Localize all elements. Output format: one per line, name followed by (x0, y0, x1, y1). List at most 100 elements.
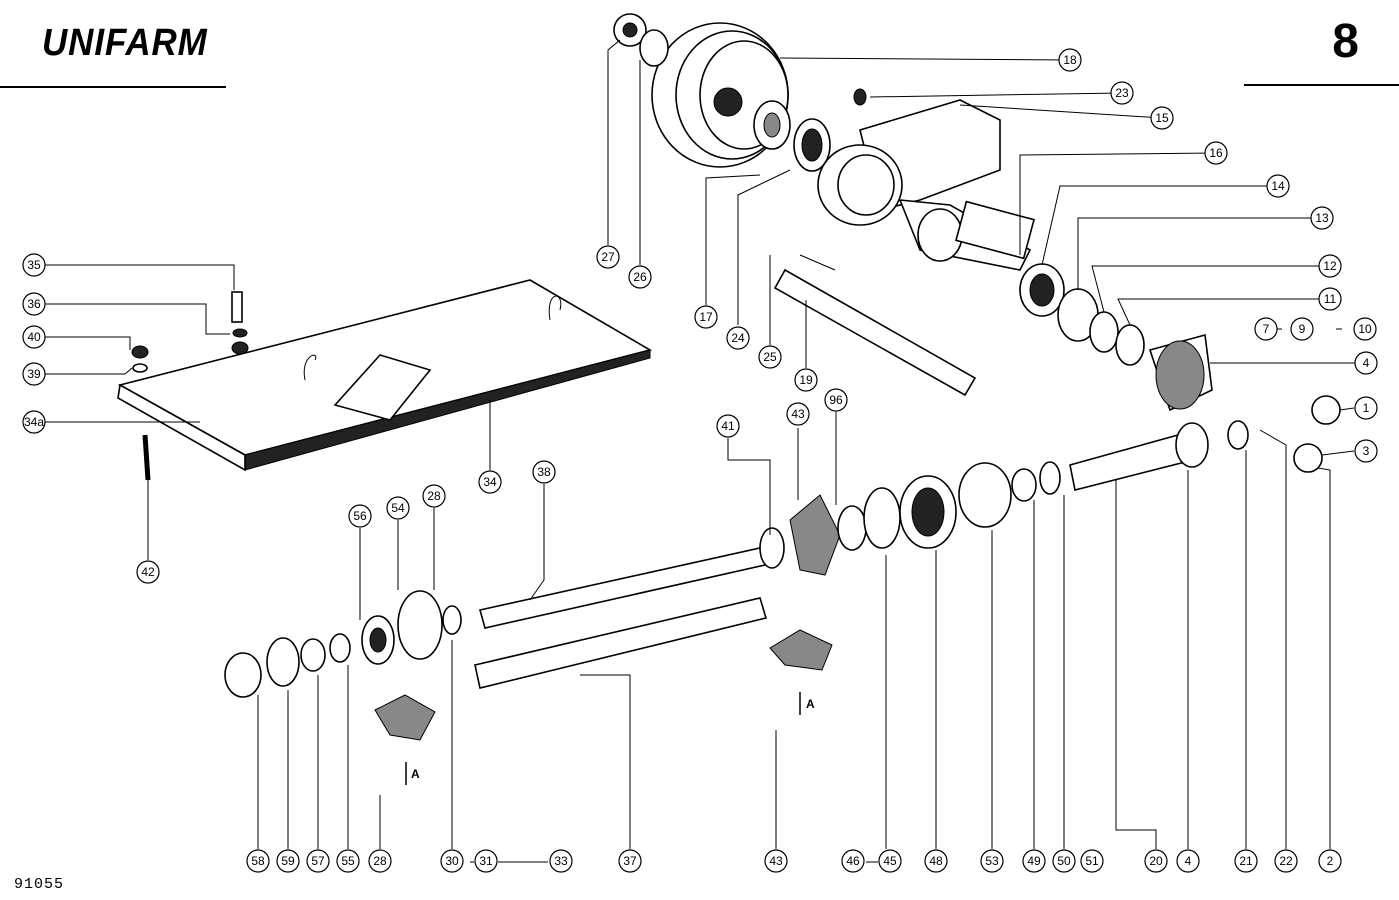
svg-text:12: 12 (1323, 259, 1337, 273)
callout-18: 18 (1058, 48, 1082, 72)
svg-text:28: 28 (373, 854, 387, 868)
svg-text:34a: 34a (24, 415, 44, 429)
callout-36: 36 (22, 292, 46, 316)
svg-text:43: 43 (769, 854, 783, 868)
svg-text:51: 51 (1085, 854, 1099, 868)
part-callouts: 18 23 15 16 14 13 12 11 7 9 10 4 1 3 27 … (22, 48, 1378, 873)
svg-text:53: 53 (985, 854, 999, 868)
svg-text:59: 59 (281, 854, 295, 868)
svg-text:45: 45 (883, 854, 897, 868)
plate-number: 8 (1332, 15, 1359, 68)
main-drive-shaft (474, 395, 1341, 689)
svg-text:14: 14 (1271, 179, 1285, 193)
pulley-shaft (773, 254, 977, 397)
svg-text:19: 19 (799, 373, 813, 387)
callout-45: 45 (878, 849, 902, 873)
callout-54: 54 (386, 496, 410, 520)
svg-text:2: 2 (1327, 854, 1334, 868)
svg-text:39: 39 (27, 367, 41, 381)
callout-17: 17 (694, 305, 718, 329)
svg-text:20: 20 (1149, 854, 1163, 868)
callout-34a: 34a (22, 410, 46, 434)
callout-16: 16 (1204, 141, 1228, 165)
callout-35: 35 (22, 253, 46, 277)
callout-22: 22 (1274, 849, 1298, 873)
svg-text:3: 3 (1363, 444, 1370, 458)
svg-text:10: 10 (1358, 322, 1372, 336)
callout-14: 14 (1266, 174, 1290, 198)
callout-9: 9 (1290, 317, 1314, 341)
svg-text:35: 35 (27, 258, 41, 272)
svg-text:36: 36 (27, 297, 41, 311)
svg-text:26: 26 (633, 270, 647, 284)
callout-3: 3 (1354, 439, 1378, 463)
callout-4-upper: 4 (1354, 351, 1378, 375)
callout-59: 59 (276, 849, 300, 873)
callout-15: 15 (1150, 106, 1174, 130)
housing-assembly (817, 88, 1213, 412)
svg-text:96: 96 (829, 393, 843, 407)
callout-43-upper: 43 (786, 402, 810, 426)
svg-text:38: 38 (537, 465, 551, 479)
callout-49: 49 (1022, 849, 1046, 873)
header-rule-right (1244, 84, 1399, 86)
svg-text:17: 17 (699, 310, 713, 324)
callout-55: 55 (336, 849, 360, 873)
svg-text:25: 25 (763, 350, 777, 364)
callout-7: 7 (1254, 317, 1278, 341)
callout-4-lower: 4 (1176, 849, 1200, 873)
callout-28-lower: 28 (368, 849, 392, 873)
callout-2: 2 (1318, 849, 1342, 873)
svg-text:54: 54 (391, 501, 405, 515)
callout-46: 46 (841, 849, 865, 873)
section-marker-a-left: A (411, 767, 420, 781)
svg-text:24: 24 (731, 331, 745, 345)
callout-53: 53 (980, 849, 1004, 873)
svg-text:41: 41 (721, 419, 735, 433)
callout-13: 13 (1310, 206, 1334, 230)
drawing-code: 91055 (14, 876, 65, 893)
svg-text:7: 7 (1263, 322, 1270, 336)
svg-text:9: 9 (1299, 322, 1306, 336)
svg-text:31: 31 (479, 854, 493, 868)
leader-lines (45, 39, 1366, 863)
callout-10: 10 (1353, 317, 1377, 341)
callout-39: 39 (22, 362, 46, 386)
base-plate (117, 279, 653, 481)
callout-12: 12 (1318, 254, 1342, 278)
callout-21: 21 (1234, 849, 1258, 873)
callout-58: 58 (246, 849, 270, 873)
svg-text:30: 30 (445, 854, 459, 868)
svg-text:48: 48 (929, 854, 943, 868)
callout-42: 42 (136, 560, 160, 584)
left-end-assembly (224, 590, 462, 741)
svg-text:42: 42 (141, 565, 155, 579)
callout-23: 23 (1110, 81, 1134, 105)
callout-37: 37 (618, 849, 642, 873)
pulley-assembly (613, 13, 831, 172)
svg-text:46: 46 (846, 854, 860, 868)
callout-48: 48 (924, 849, 948, 873)
callout-20: 20 (1144, 849, 1168, 873)
callout-31: 31 (474, 849, 498, 873)
callout-33: 33 (549, 849, 573, 873)
svg-text:22: 22 (1279, 854, 1293, 868)
svg-text:58: 58 (251, 854, 265, 868)
header-rule-left (0, 86, 226, 88)
svg-text:4: 4 (1185, 854, 1192, 868)
brand-title: UNIFARM (42, 22, 208, 64)
svg-text:49: 49 (1027, 854, 1041, 868)
svg-text:27: 27 (601, 250, 615, 264)
svg-text:11: 11 (1324, 292, 1337, 306)
callout-38: 38 (532, 460, 556, 484)
svg-text:23: 23 (1115, 86, 1129, 100)
callout-40: 40 (22, 325, 46, 349)
svg-text:13: 13 (1315, 211, 1329, 225)
svg-text:37: 37 (623, 854, 637, 868)
callout-26: 26 (628, 265, 652, 289)
callout-43-lower: 43 (764, 849, 788, 873)
callout-28-upper: 28 (422, 484, 446, 508)
callout-27: 27 (596, 245, 620, 269)
svg-text:21: 21 (1239, 854, 1253, 868)
